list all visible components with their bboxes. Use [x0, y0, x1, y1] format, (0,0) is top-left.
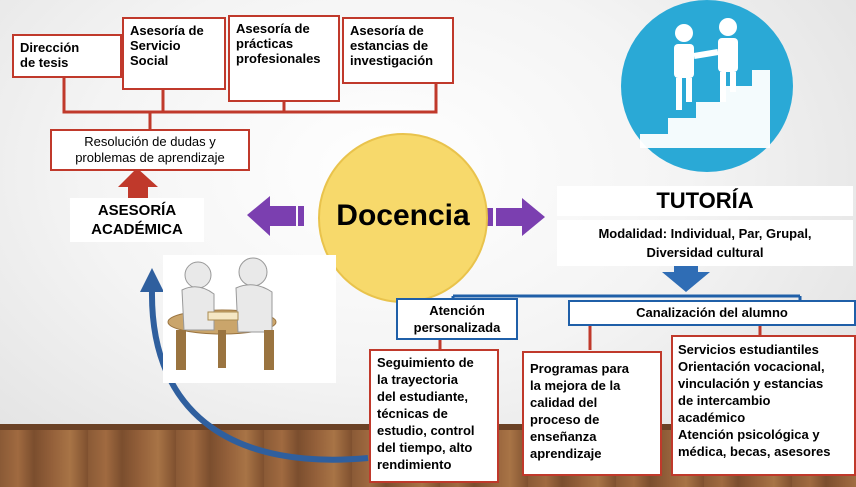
box-programas: Programas para la mejora de la calidad d… — [522, 351, 662, 476]
docencia-label: Docencia — [336, 199, 470, 232]
asesoria-academica-label: ASESORÍA ACADÉMICA — [91, 202, 183, 238]
tutoria-modalidad-box: Modalidad: Individual, Par, Grupal, Dive… — [557, 220, 853, 266]
box-canalizacion-label: Canalización del alumno — [636, 305, 788, 320]
box-atencion-label: Atención personalizada — [413, 303, 501, 335]
box-seguimiento: Seguimiento de la trayectoria del estudi… — [369, 349, 499, 483]
box-dudas: Resolución de dudas y problemas de apren… — [50, 129, 250, 171]
curved-arrow-head — [140, 268, 164, 292]
purple-left-arrow — [247, 196, 296, 236]
box-servicio-social-label: Asesoría de Servicio Social — [130, 23, 204, 68]
box-estancias: Asesoría de estancias de investigación — [342, 17, 454, 84]
tutoria-title-box: TUTORÍA — [557, 186, 853, 216]
box-dudas-label: Resolución de dudas y problemas de apren… — [75, 134, 225, 165]
purple-right-bar — [487, 208, 493, 226]
box-servicios: Servicios estudiantiles Orientación voca… — [671, 335, 856, 476]
purple-left-bar — [298, 206, 304, 226]
handshake-stairs-icon — [621, 0, 793, 172]
box-practicas-label: Asesoría de prácticas profesionales — [236, 21, 321, 66]
red-bracket-line — [62, 76, 438, 114]
tutoria-title: TUTORÍA — [656, 188, 754, 213]
tutoria-modalidad: Modalidad: Individual, Par, Grupal, Dive… — [598, 226, 812, 260]
box-atencion-personalizada: Atención personalizada — [396, 298, 518, 340]
blue-down-arrow — [662, 266, 710, 292]
box-estancias-label: Asesoría de estancias de investigación — [350, 23, 434, 68]
purple-right-arrow — [496, 198, 545, 236]
asesoria-academica-label-box: ASESORÍA ACADÉMICA — [70, 198, 204, 242]
docencia-title: Docencia — [319, 196, 487, 236]
box-direccion-tesis-label: Dirección de tesis — [20, 40, 80, 70]
curved-arrow — [148, 289, 369, 463]
box-servicio-social: Asesoría de Servicio Social — [122, 17, 226, 90]
red-up-arrow — [118, 168, 158, 200]
box-seguimiento-label: Seguimiento de la trayectoria del estudi… — [377, 355, 475, 472]
box-practicas: Asesoría de prácticas profesionales — [228, 15, 340, 102]
box-direccion-tesis: Dirección de tesis — [12, 34, 122, 78]
box-canalizacion: Canalización del alumno — [568, 300, 856, 326]
box-servicios-label: Servicios estudiantiles Orientación voca… — [678, 342, 831, 459]
study-people-icon — [163, 255, 336, 383]
box-programas-label: Programas para la mejora de la calidad d… — [530, 361, 629, 461]
